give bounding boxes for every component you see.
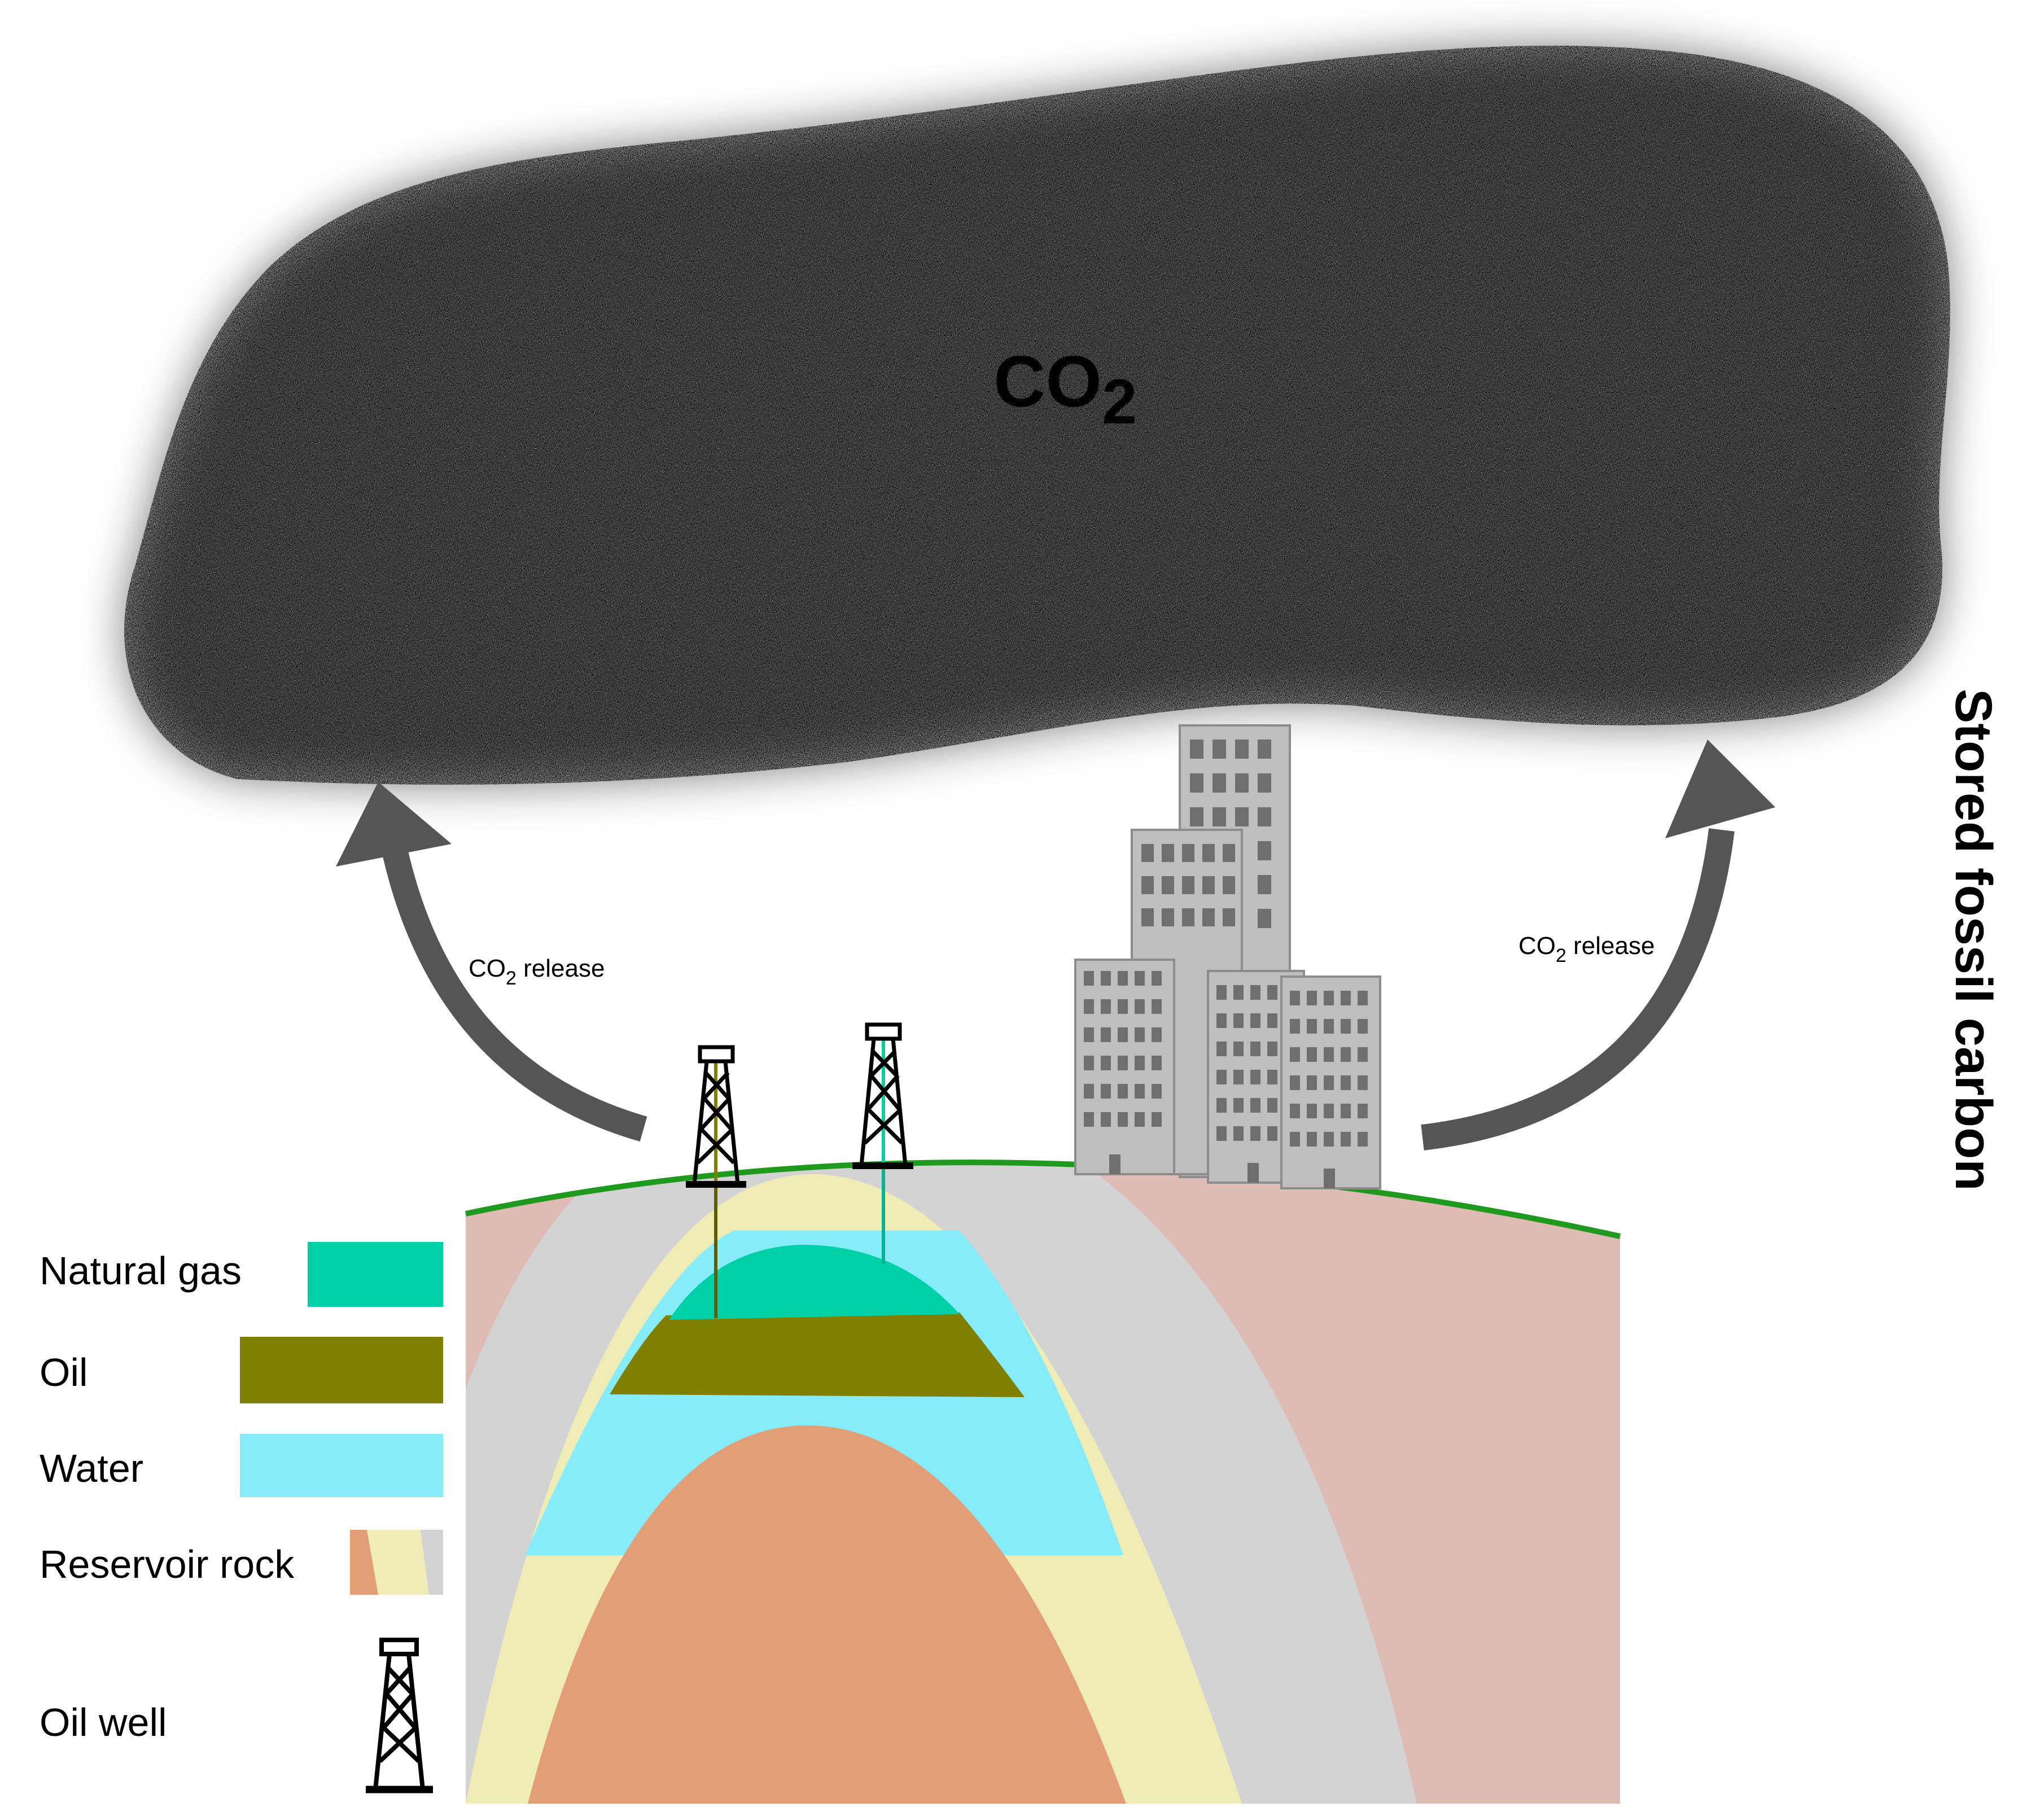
- legend-label-natural-gas: Natural gas: [40, 1249, 242, 1293]
- city-buildings: [1074, 724, 1381, 1189]
- legend-label-reservoir-rock: Reservoir rock: [40, 1542, 295, 1586]
- oil-layer: [610, 1313, 1025, 1397]
- legend-label-water: Water: [40, 1446, 143, 1490]
- legend-label-oil-well: Oil well: [40, 1700, 167, 1744]
- geology-cross-section: [465, 1160, 1621, 1804]
- natural-gas-swatch: [308, 1242, 443, 1307]
- co2-release-arrow-left: CO2 release: [336, 782, 647, 1142]
- ground-surface-line: [465, 1160, 1621, 1239]
- oil-swatch: [240, 1337, 443, 1403]
- co2-release-arrow-right: CO2 release: [1421, 740, 1775, 1150]
- legend-label-oil: Oil: [40, 1350, 88, 1394]
- legend: Natural gas Oil Water Reservoir rock Oil…: [40, 1242, 443, 1793]
- co2-release-label-right: CO2 release: [1518, 932, 1654, 966]
- oil-well-icon: [366, 1638, 433, 1793]
- co2-release-label-left: CO2 release: [469, 955, 605, 989]
- co2-label: CO2: [993, 342, 1137, 437]
- oil-well-left: [686, 1045, 746, 1318]
- oil-well-right: [852, 1022, 913, 1265]
- reservoir-rock-orange: [528, 1425, 1126, 1804]
- water-swatch: [240, 1434, 443, 1497]
- stored-fossil-carbon-title: Stored fossil carbon: [1945, 689, 2002, 1191]
- natural-gas-layer: [669, 1245, 960, 1320]
- co2-cloud: CO2: [124, 45, 1950, 785]
- building-left: [1074, 959, 1175, 1175]
- reservoir-rock-swatch: [350, 1530, 443, 1595]
- building-right: [1280, 975, 1381, 1189]
